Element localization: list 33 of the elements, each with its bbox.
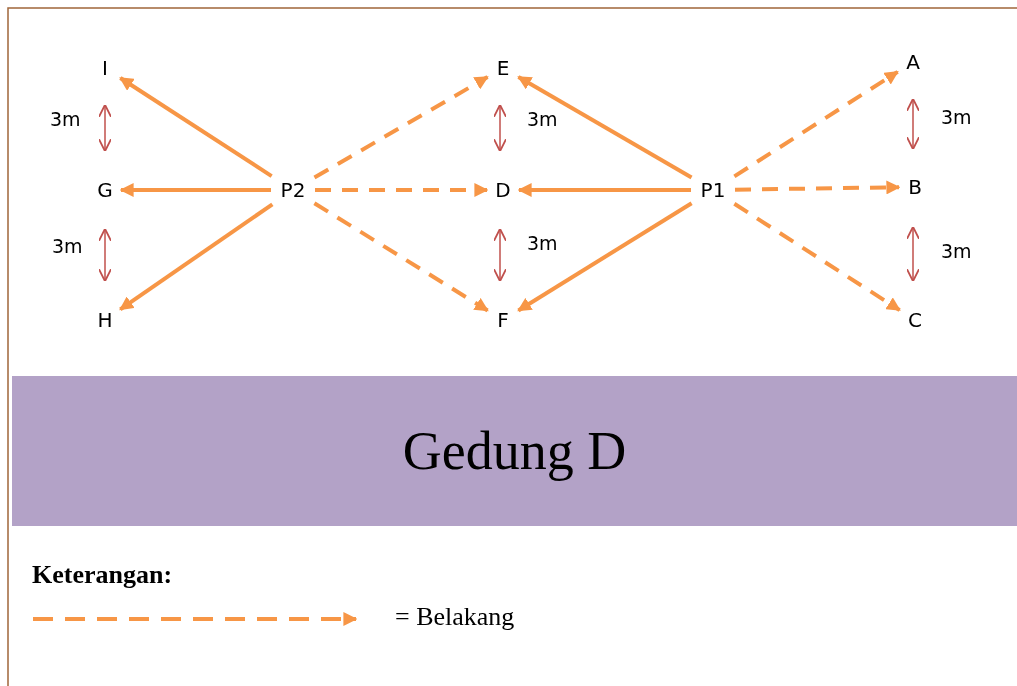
arrow [517, 75, 693, 180]
point-label: H [83, 308, 127, 332]
dimension-label: 3m [50, 108, 81, 130]
dimension-label: 3m [941, 106, 972, 128]
point-label: F [481, 308, 525, 332]
arrow [315, 183, 489, 197]
legend-text: = Belakang [395, 602, 515, 632]
dimension-label: 3m [527, 108, 558, 130]
point-label: P2 [271, 178, 315, 202]
building-band [12, 376, 1017, 526]
arrow [119, 76, 273, 178]
arrow [517, 201, 693, 313]
arrow [119, 202, 274, 312]
building-name: Gedung D [402, 420, 627, 482]
point-label: D [481, 178, 525, 202]
arrow [313, 75, 489, 180]
arrow [733, 202, 901, 312]
legend-title: Keterangan: [32, 560, 173, 590]
arrow [733, 70, 899, 178]
dimension-label: 3m [941, 240, 972, 262]
arrow [734, 180, 901, 195]
arrow [119, 183, 271, 197]
arrow [517, 183, 691, 197]
point-label: P1 [691, 178, 735, 202]
point-label: C [893, 308, 937, 332]
point-label: E [481, 56, 525, 80]
point-label: G [83, 178, 127, 202]
dimension-label: 3m [52, 235, 83, 257]
point-label: A [891, 50, 935, 74]
point-label: B [893, 175, 937, 199]
dimension-label: 3m [527, 232, 558, 254]
point-label: I [83, 56, 127, 80]
arrow [313, 201, 489, 313]
